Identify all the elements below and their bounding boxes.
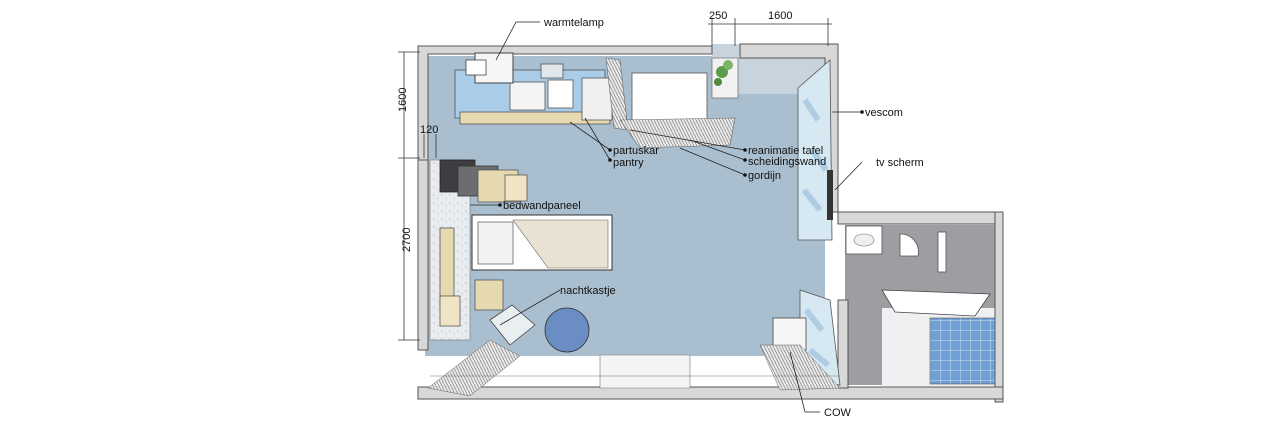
label-vescom: vescom	[865, 107, 903, 119]
pantry-cabinets	[454, 63, 613, 125]
boxes	[439, 159, 528, 203]
reanimatie-tafel	[631, 72, 708, 124]
dimension-250: 250	[709, 10, 727, 22]
label-tv-scherm: tv scherm	[876, 157, 924, 169]
dimension-120: 120	[420, 124, 438, 136]
dimension-2700: 2700	[401, 228, 413, 252]
plant	[711, 57, 739, 99]
label-gordijn: gordijn	[748, 170, 781, 182]
nachtkastje	[439, 279, 504, 327]
label-scheidingswand: scheidingswand	[748, 156, 826, 168]
label-nachtkastje: nachtkastje	[560, 285, 616, 297]
label-bedwandpaneel: bedwandpaneel	[503, 200, 581, 212]
dimension-1600-left: 1600	[397, 88, 409, 112]
warmtelamp-unit	[465, 52, 514, 84]
window-blinds	[427, 339, 841, 397]
bathroom-fixtures	[845, 225, 996, 385]
scheidingswand	[605, 57, 736, 149]
dimension-lines	[398, 18, 832, 341]
leader-dots	[498, 110, 864, 207]
chairs	[489, 304, 590, 353]
leader-lines	[470, 21, 863, 413]
dimension-1600-top: 1600	[768, 10, 792, 22]
label-partuskar: partuskar	[613, 145, 659, 157]
tv-scherm	[827, 170, 833, 220]
label-pantry: pantry	[613, 157, 644, 169]
label-cow: COW	[824, 407, 852, 419]
label-warmtelamp: warmtelamp	[543, 17, 604, 29]
label-reanimatie-tafel: reanimatie tafel	[748, 145, 823, 157]
bed	[471, 214, 613, 271]
